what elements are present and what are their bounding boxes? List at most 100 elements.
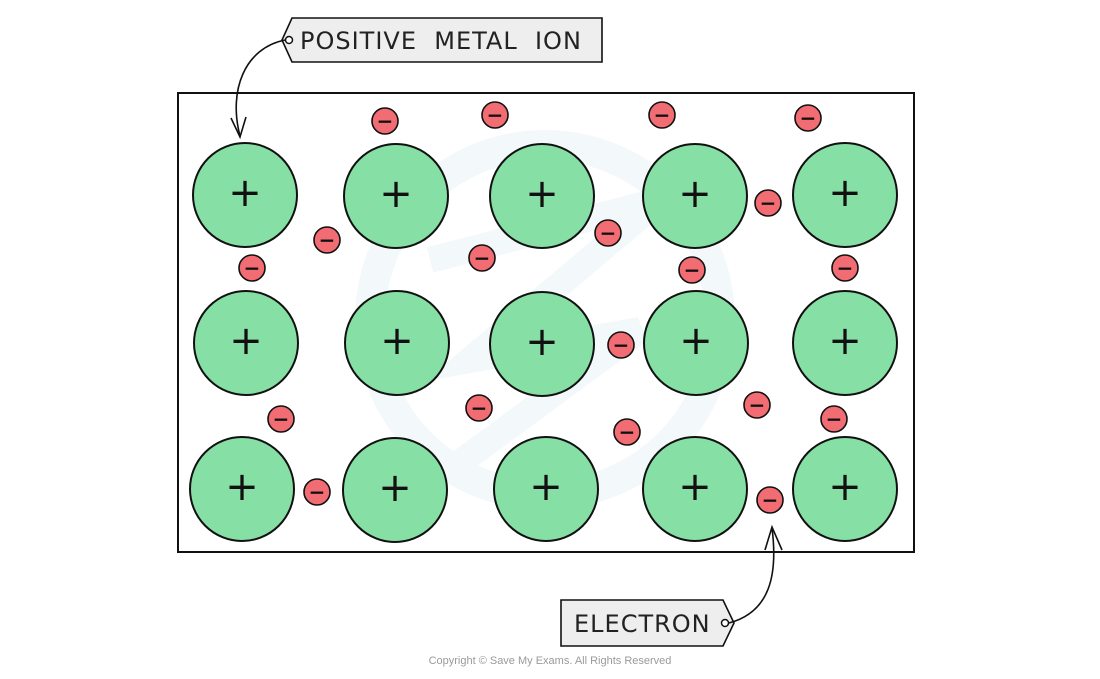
- electron: −: [468, 244, 496, 272]
- electron-circle: [371, 107, 399, 135]
- electron-circle: [648, 101, 676, 129]
- electron: −: [648, 101, 676, 129]
- ion-plus-sign: +: [225, 464, 259, 510]
- electron-circle: [465, 394, 493, 422]
- ion-circle: [489, 291, 595, 397]
- positive-metal-ion: +: [792, 142, 898, 248]
- electron-minus-sign: −: [474, 246, 491, 270]
- ion-circle: [792, 436, 898, 542]
- ion-plus-sign: +: [229, 318, 263, 364]
- ion-plus-sign: +: [525, 171, 559, 217]
- ion-circle: [493, 436, 599, 542]
- electron-pointer-arrow: [728, 527, 775, 624]
- ion-plus-sign: +: [828, 170, 862, 216]
- electron-tag-hole: [720, 618, 730, 628]
- ion-plus-sign: +: [678, 464, 712, 510]
- ion-plus-sign: +: [529, 464, 563, 510]
- electron-minus-sign: −: [654, 103, 671, 127]
- ion-circle: [193, 290, 299, 396]
- ion-plus-sign: +: [679, 318, 713, 364]
- electron-minus-sign: −: [319, 228, 336, 252]
- electron: −: [465, 394, 493, 422]
- electron-circle: [743, 391, 771, 419]
- electron-minus-sign: −: [749, 393, 766, 417]
- electron: −: [371, 107, 399, 135]
- copyright-notice: Copyright © Save My Exams. All Rights Re…: [428, 655, 672, 667]
- ion-circle: [489, 143, 595, 249]
- ion-circle: [343, 143, 449, 249]
- positive-metal-ion: +: [792, 436, 898, 542]
- ion-circle: [643, 290, 749, 396]
- electron-circle: [303, 478, 331, 506]
- electron-circle: [820, 405, 848, 433]
- electron-circle: [613, 418, 641, 446]
- electron-minus-sign: −: [619, 420, 636, 444]
- electrons-layer: − − − − − − − − − − − − − − − − − − −: [238, 101, 859, 514]
- positive-metal-ion: +: [493, 436, 599, 542]
- electron: −: [481, 101, 509, 129]
- electron: −: [267, 405, 295, 433]
- ion-plus-sign: +: [828, 318, 862, 364]
- electron-tag-text: ELECTRON: [574, 610, 711, 638]
- electron-circle: [313, 226, 341, 254]
- ion-plus-sign: +: [678, 171, 712, 217]
- electron-minus-sign: −: [684, 258, 701, 282]
- electron: −: [743, 391, 771, 419]
- electron: −: [820, 405, 848, 433]
- electron: −: [303, 478, 331, 506]
- ion-circle: [642, 436, 748, 542]
- electron-tag-shape: [560, 599, 735, 647]
- electron: −: [754, 189, 782, 217]
- electron-minus-sign: −: [613, 333, 630, 357]
- positive-metal-ion: +: [792, 290, 898, 396]
- electron-minus-sign: −: [309, 480, 326, 504]
- ion-circle: [342, 437, 448, 543]
- electron-circle: [238, 254, 266, 282]
- electron: −: [794, 104, 822, 132]
- electron-minus-sign: −: [471, 396, 488, 420]
- electron-minus-sign: −: [244, 256, 261, 280]
- positive-metal-ion: +: [489, 291, 595, 397]
- positive-metal-ion: +: [342, 437, 448, 543]
- positive-metal-ion: +: [642, 143, 748, 249]
- electron-circle: [594, 219, 622, 247]
- ion-circle: [344, 290, 450, 396]
- positive-metal-ion: +: [344, 290, 450, 396]
- positive-metal-ion: +: [642, 436, 748, 542]
- ion-arrowhead: [230, 116, 247, 140]
- ion-plus-sign: +: [380, 318, 414, 364]
- electron-arrowhead: [764, 524, 783, 551]
- metal-lattice-box: [177, 92, 915, 553]
- electron-circle: [267, 405, 295, 433]
- ion-pointer-arrow: [235, 39, 286, 137]
- ion-plus-sign: +: [525, 319, 559, 365]
- electron-circle: [756, 486, 784, 514]
- ion-tag-shape: [281, 17, 603, 63]
- electron-minus-sign: −: [273, 407, 290, 431]
- electron-circle: [794, 104, 822, 132]
- ion-plus-sign: +: [379, 171, 413, 217]
- ion-circle: [189, 436, 295, 542]
- electron-circle: [481, 101, 509, 129]
- electron-circle: [468, 244, 496, 272]
- electron-circle: [831, 254, 859, 282]
- ion-circle: [792, 290, 898, 396]
- positive-metal-ion: +: [643, 290, 749, 396]
- electron-minus-sign: −: [762, 488, 779, 512]
- electron: −: [831, 254, 859, 282]
- electron-minus-sign: −: [800, 106, 817, 130]
- positive-metal-ion: +: [343, 143, 449, 249]
- electron-minus-sign: −: [837, 256, 854, 280]
- positive-metal-ion: +: [489, 143, 595, 249]
- ion-circle: [792, 142, 898, 248]
- electron: −: [594, 219, 622, 247]
- ion-plus-sign: +: [228, 170, 262, 216]
- electron-minus-sign: −: [600, 221, 617, 245]
- electron-circle: [678, 256, 706, 284]
- positive-metal-ion: +: [189, 436, 295, 542]
- electron-minus-sign: −: [487, 103, 504, 127]
- electron: −: [238, 254, 266, 282]
- positive-ions-layer: + + + + + + + + + + + + + + +: [189, 142, 898, 543]
- ion-tag-hole: [284, 35, 294, 45]
